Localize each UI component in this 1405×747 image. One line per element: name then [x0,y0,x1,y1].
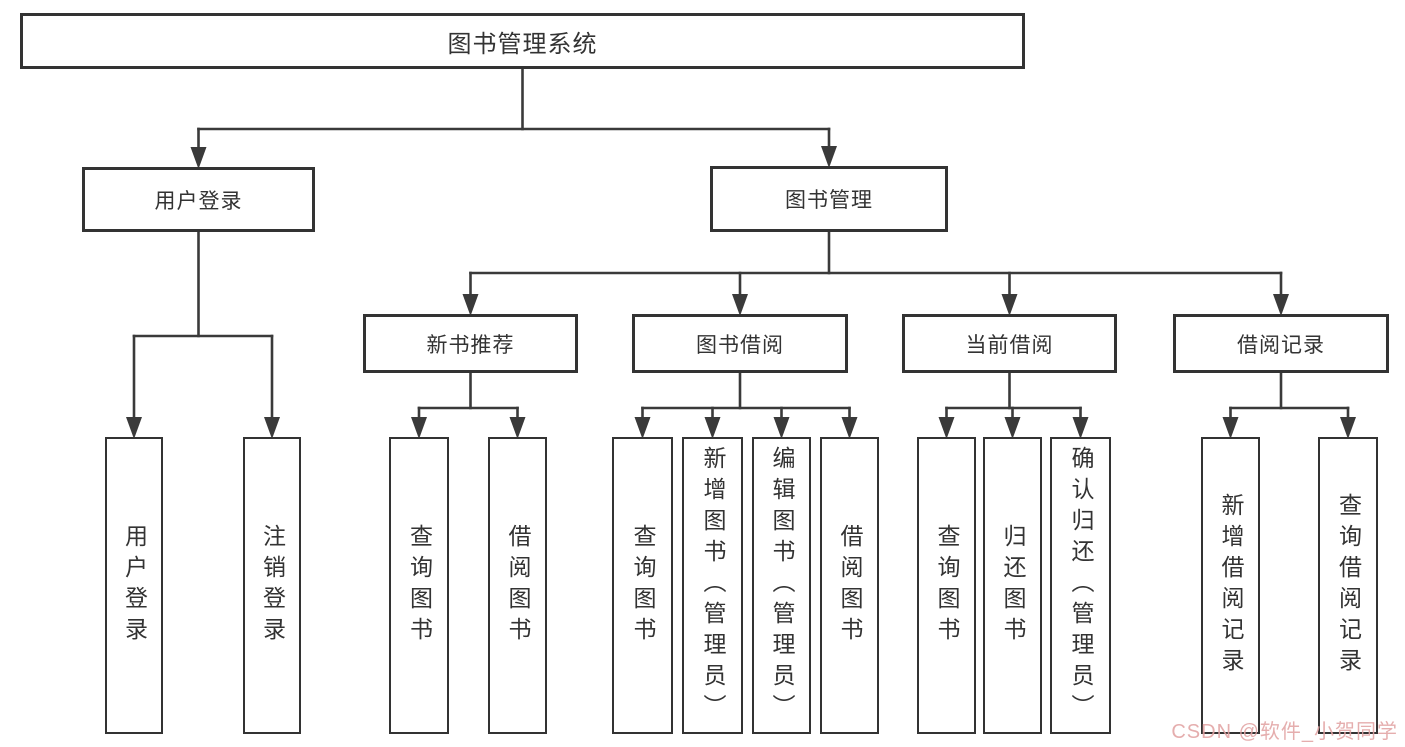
arrowhead-icon [1001,294,1018,316]
arrowhead-icon [1273,294,1289,316]
node-cb-query-book: 查询图书 [917,437,976,734]
node-label: 图书借阅 [696,333,784,357]
node-current-borrow: 当前借阅 [902,314,1117,373]
arrowhead-icon [411,417,427,439]
node-system: 图书管理系统 [20,13,1025,69]
node-label: 查询图书 [934,523,960,648]
node-cb-return-book: 归还图书 [983,437,1042,734]
node-label: 当前借阅 [965,333,1054,357]
node-label: 新增图书（管理员） [700,446,726,725]
node-bb-query-book: 查询图书 [612,437,673,734]
node-label: 图书管理系统 [447,30,598,58]
node-label: 查询图书 [630,523,656,648]
node-label: 借阅图书 [505,523,531,648]
arrowhead-icon [1072,417,1089,439]
node-bb-borrow-book: 借阅图书 [820,437,879,734]
node-label: 新书推荐 [426,333,515,357]
arrowhead-icon [1004,417,1021,439]
node-label: 借阅记录 [1237,333,1325,357]
node-cb-confirm-return: 确认归还（管理员） [1050,437,1111,734]
node-logout: 注销登录 [243,437,301,734]
arrowhead-icon [821,146,837,168]
arrowhead-icon [462,294,479,316]
node-borrow-records: 借阅记录 [1173,314,1389,373]
node-label: 注销登录 [259,523,286,648]
arrowhead-icon [1340,417,1356,439]
arrowhead-icon [773,417,790,439]
arrowhead-icon [938,417,955,439]
node-bb-edit-book: 编辑图书（管理员） [752,437,811,734]
node-label: 确认归还（管理员） [1068,446,1094,725]
node-label: 用户登录 [121,523,148,648]
node-label: 归还图书 [1000,523,1026,648]
node-label: 查询图书 [406,523,433,648]
node-login: 用户登录 [105,437,163,734]
node-new-book-rec: 新书推荐 [363,314,578,373]
arrowhead-icon [634,417,651,439]
node-br-query-record: 查询借阅记录 [1318,437,1378,734]
node-label: 图书管理 [785,189,873,212]
arrowhead-icon [704,417,721,439]
node-label: 用户登录 [154,189,243,213]
node-bb-add-book: 新增图书（管理员） [682,437,743,734]
watermark-text: CSDN @软件_小贺同学 [1171,721,1398,743]
node-label: 编辑图书（管理员） [769,446,795,725]
arrowhead-icon [126,417,142,439]
node-nbr-borrow-book: 借阅图书 [488,437,547,734]
node-book-borrow: 图书借阅 [632,314,848,373]
arrowhead-icon [1222,417,1239,439]
node-br-add-record: 新增借阅记录 [1201,437,1260,734]
node-user-login: 用户登录 [82,167,315,232]
arrowhead-icon [264,417,280,439]
node-book-mgmt: 图书管理 [710,166,948,232]
arrowhead-icon [732,294,748,316]
arrowhead-icon [509,417,526,439]
node-nbr-query-book: 查询图书 [389,437,449,734]
node-label: 查询借阅记录 [1335,492,1362,679]
node-label: 新增借阅记录 [1218,492,1244,679]
node-label: 借阅图书 [837,523,863,648]
arrowhead-icon [190,147,207,169]
arrowhead-icon [841,417,858,439]
